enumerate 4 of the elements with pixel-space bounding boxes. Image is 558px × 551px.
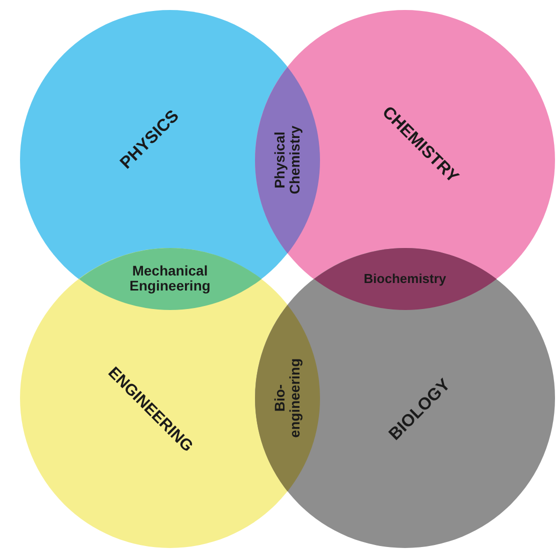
overlap-label: Biochemistry	[362, 272, 448, 286]
overlap-label: Physical Chemistry	[272, 124, 303, 196]
overlap-label: Bio- engineering	[272, 357, 303, 440]
overlap-label: Mechanical Engineering	[128, 264, 212, 294]
